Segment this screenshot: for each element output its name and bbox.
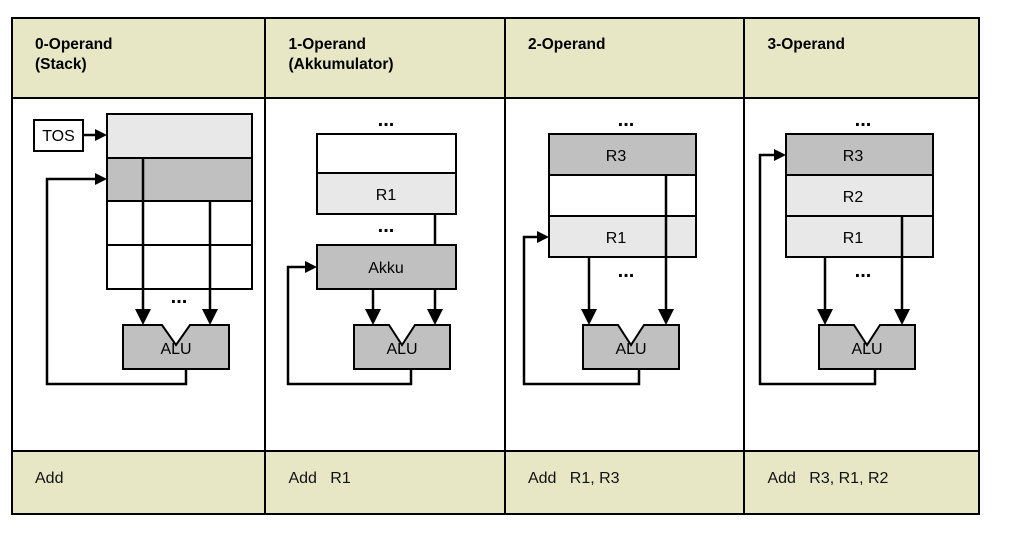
operand-arrow-left <box>580 309 597 325</box>
two-operand-svg: ... R3 R1 ... <box>522 109 697 386</box>
header-cell-2-operand: 2-Operand <box>503 19 744 97</box>
writeback-path <box>759 153 877 386</box>
register-label-r1: R1 <box>606 230 627 247</box>
alu-shape <box>818 324 917 370</box>
operand-arrow-right <box>202 309 218 325</box>
tos-pointer-label: TOS <box>42 128 75 145</box>
register-label-r2: R2 <box>843 189 864 206</box>
ellipsis-below-stack: ... <box>171 286 188 308</box>
diagram-cell-accumulator: ... R1 ... Akku <box>264 99 504 450</box>
register-cell-r1 <box>316 172 458 215</box>
register-cell-r1 <box>547 215 697 258</box>
ellipsis-above-registers: ... <box>378 109 395 131</box>
diagram-cell-stack: TOS ... <box>13 99 264 450</box>
diagram-cell-two-operand: ... R3 R1 ... <box>503 99 744 450</box>
writeback-arrow-head <box>95 173 107 185</box>
operand-arrow-right <box>894 309 911 325</box>
alu-shape <box>122 324 230 370</box>
header-label-2-operand: 2-Operand <box>527 36 606 53</box>
operand-arrow-right <box>657 309 674 325</box>
register-label-r1: R1 <box>376 187 397 204</box>
alu-label: ALU <box>615 341 646 358</box>
register-label-r3: R3 <box>843 148 864 165</box>
operand-arrow-left <box>817 309 834 325</box>
writeback-path <box>287 265 413 386</box>
alu-label: ALU <box>852 341 883 358</box>
writeback-path <box>45 177 188 386</box>
alu-label: ALU <box>160 341 191 358</box>
accumulator-svg: ... R1 ... Akku <box>287 109 458 386</box>
accumulator-machine-diagram: ... R1 ... Akku <box>266 99 504 450</box>
instruction-cell-0-operand: Add <box>13 452 264 513</box>
header-label-3-operand: 3-Operand <box>767 36 845 53</box>
stack-cell-second <box>106 157 253 202</box>
ellipsis-below-registers: ... <box>618 260 635 282</box>
stack-cell-tos <box>106 113 253 159</box>
ellipsis-below-registers: ... <box>855 260 872 282</box>
header-cell-1-operand: 1-Operand (Akkumulator) <box>264 19 504 97</box>
stack-cell-third <box>106 200 253 246</box>
register-cell-r3 <box>547 133 697 176</box>
three-operand-machine-diagram: ... R3 R2 R1 ... <box>745 99 978 450</box>
table-header-row: 0-Operand (Stack) 1-Operand (Akkumulator… <box>13 19 978 99</box>
writeback-path <box>522 235 641 386</box>
writeback-arrow-head <box>305 261 318 273</box>
instruction-label-2-operand: Add R1, R3 <box>527 470 620 487</box>
stack-machine-diagram: TOS ... <box>13 99 264 450</box>
instruction-cell-3-operand: Add R3, R1, R2 <box>743 452 978 513</box>
register-cell-r1 <box>785 215 935 258</box>
operand-comparison-table: 0-Operand (Stack) 1-Operand (Akkumulator… <box>11 17 980 515</box>
stack-svg: TOS ... <box>33 113 253 386</box>
writeback-arrow-head <box>536 231 549 243</box>
table-footer-row: Add Add R1 Add R1, R3 Add R3, R1, R2 <box>13 452 978 513</box>
header-label-1-operand: 1-Operand (Akkumulator) <box>288 36 394 74</box>
two-operand-machine-diagram: ... R3 R1 ... <box>506 99 744 450</box>
register-label-r3: R3 <box>606 148 627 165</box>
header-label-0-operand: 0-Operand (Stack) <box>35 36 113 74</box>
ellipsis-below-registers: ... <box>378 215 395 237</box>
operand-arrow-right <box>427 309 444 325</box>
tos-arrow-head <box>95 129 107 141</box>
register-cell-r2 <box>785 174 935 217</box>
register-cell-empty <box>547 174 697 217</box>
operand-arrow-left <box>365 309 382 325</box>
diagram-cell-three-operand: ... R3 R2 R1 ... <box>743 99 978 450</box>
instruction-cell-2-operand: Add R1, R3 <box>503 452 744 513</box>
instruction-label-3-operand: Add R3, R1, R2 <box>767 470 889 487</box>
ellipsis-above-registers: ... <box>855 109 872 131</box>
header-cell-3-operand: 3-Operand <box>743 19 978 97</box>
header-cell-0-operand: 0-Operand (Stack) <box>13 19 264 97</box>
alu-label: ALU <box>387 341 418 358</box>
instruction-cell-1-operand: Add R1 <box>264 452 504 513</box>
writeback-arrow-head <box>774 149 787 161</box>
ellipsis-above-registers: ... <box>618 109 635 131</box>
accumulator-label: Akku <box>369 260 405 277</box>
stack-cell-fourth <box>106 244 253 290</box>
alu-shape <box>353 324 452 370</box>
instruction-label-0-operand: Add <box>35 470 64 487</box>
register-label-r1: R1 <box>843 230 864 247</box>
instruction-label-1-operand: Add R1 <box>288 470 351 487</box>
three-operand-svg: ... R3 R2 R1 ... <box>759 109 935 386</box>
operand-arrow-left <box>135 309 151 325</box>
alu-shape <box>581 324 680 370</box>
register-cell-empty <box>316 133 458 174</box>
table-body-row: TOS ... <box>13 99 978 452</box>
